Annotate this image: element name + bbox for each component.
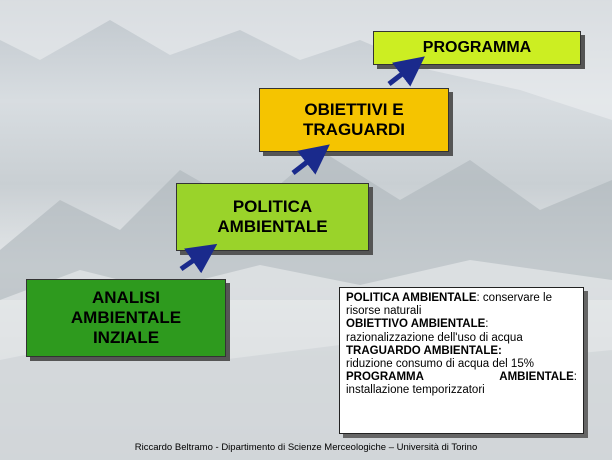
step-politica-label: POLITICA AMBIENTALE xyxy=(217,196,328,236)
step-analisi-label: ANALISI AMBIENTALE INZIALE xyxy=(70,287,182,348)
info-obiettivo-colon: : xyxy=(485,318,489,331)
info-programma: PROGRAMMA AMBIENTALE: xyxy=(346,371,577,384)
info-politica-label: POLITICA AMBIENTALE xyxy=(346,292,477,304)
step-programma-label: PROGRAMMA xyxy=(422,38,532,56)
info-obiettivo-label: OBIETTIVO AMBIENTALE xyxy=(346,318,486,331)
step-politica-ambientale: POLITICA AMBIENTALE xyxy=(176,183,369,251)
info-programma-label-1: PROGRAMMA xyxy=(346,371,424,384)
info-programma-label-2: AMBIENTALE xyxy=(499,371,574,384)
footer-credit: Riccardo Beltramo - Dipartimento di Scie… xyxy=(134,442,478,453)
info-traguardo-text: riduzione consumo di acqua del 15% xyxy=(346,358,534,371)
step-programma: PROGRAMMA xyxy=(373,31,581,65)
info-traguardo: TRAGUARDO AMBIENTALE: xyxy=(346,345,577,358)
info-politica-text: : conservare le risorse naturali xyxy=(346,292,552,318)
info-traguardo-label: TRAGUARDO AMBIENTALE: xyxy=(346,344,502,357)
info-programma-colon: : xyxy=(573,371,577,384)
info-programma-text: installazione temporizzatori xyxy=(346,384,485,397)
info-politica: POLITICA AMBIENTALE: conservare le risor… xyxy=(346,292,577,318)
info-obiettivo: OBIETTIVO AMBIENTALE: xyxy=(346,318,577,331)
info-obiettivo-text: razionalizzazione dell'uso di acqua xyxy=(346,331,523,344)
step-obiettivi-label: OBIETTIVI E TRAGUARDI xyxy=(303,99,405,139)
step-analisi-ambientale: ANALISI AMBIENTALE INZIALE xyxy=(26,279,226,357)
example-info-box: POLITICA AMBIENTALE: conservare le risor… xyxy=(339,287,584,434)
step-obiettivi-traguardi: OBIETTIVI E TRAGUARDI xyxy=(259,88,449,152)
